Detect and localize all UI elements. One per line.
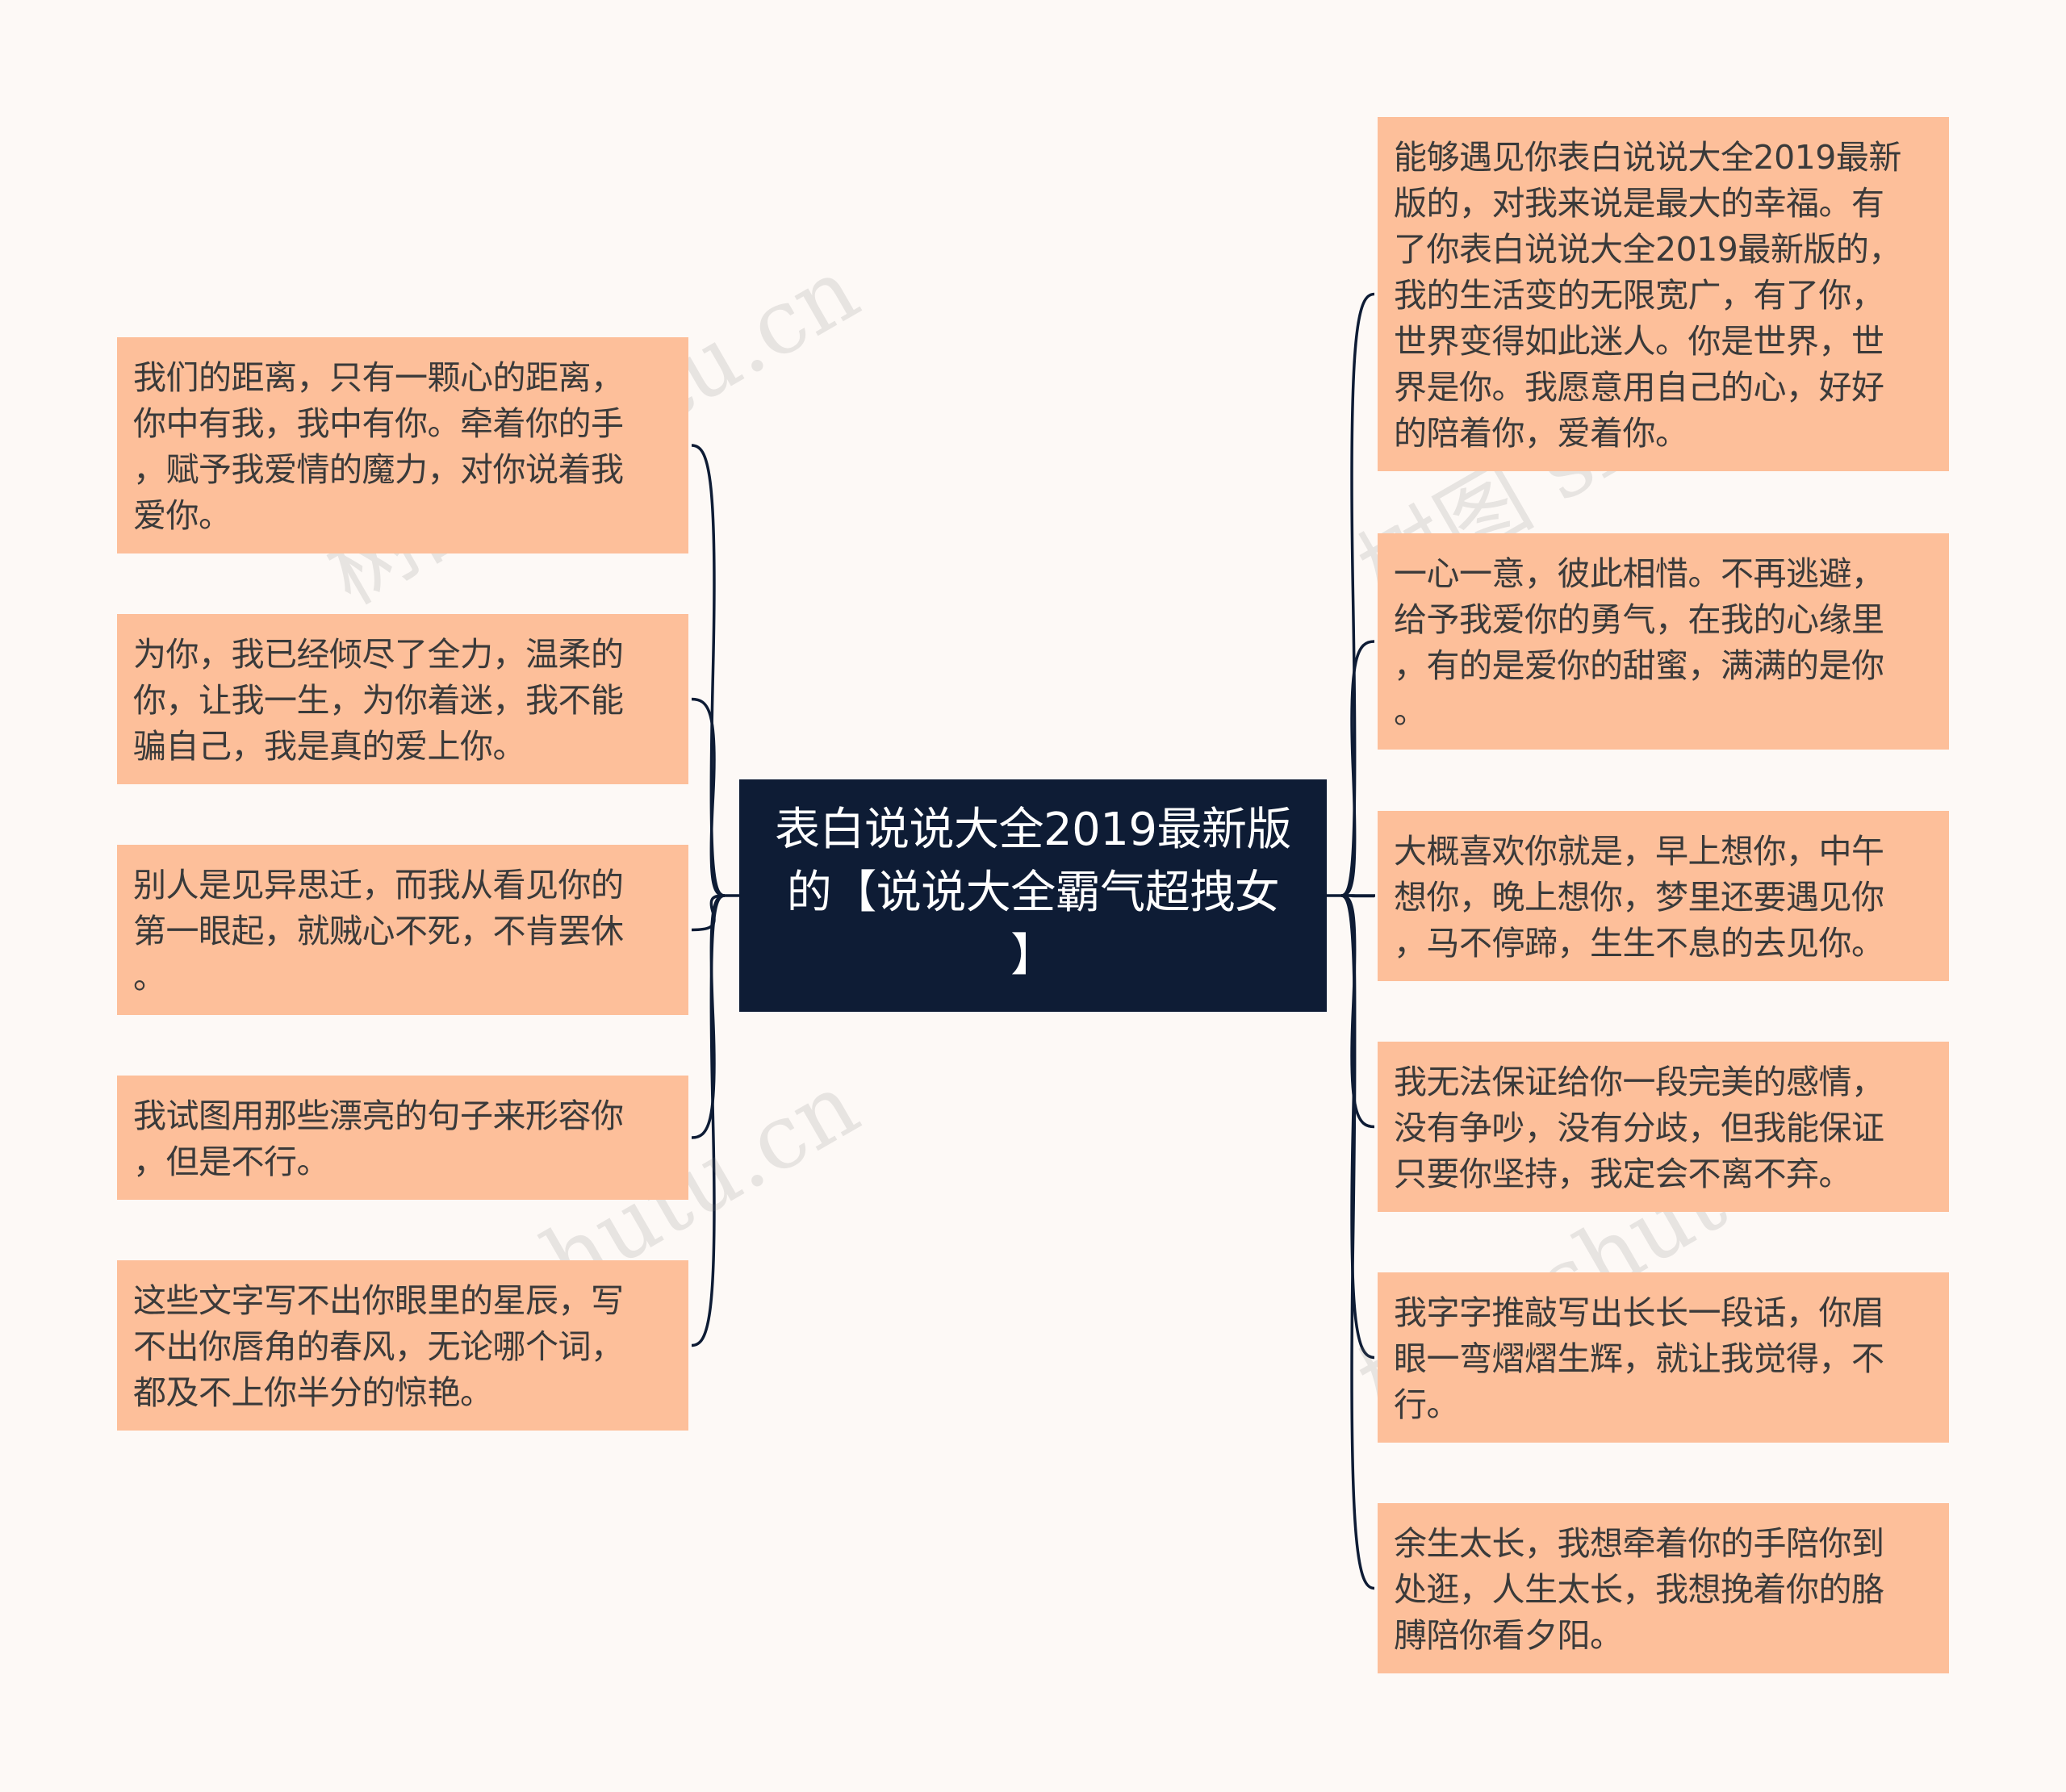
left-node-2[interactable]: 为你，我已经倾尽了全力，温柔的 你，让我一生，为你着迷，我不能 骗自己，我是真的… <box>117 614 688 784</box>
connector-left-2 <box>691 697 726 897</box>
left-node-1[interactable]: 我们的距离，只有一颗心的距离， 你中有我，我中有你。牵着你的手 ，赋予我爱情的魔… <box>117 337 688 553</box>
right-node-3[interactable]: 大概喜欢你就是，早上想你，中午 想你，晚上想你，梦里还要遇见你 ，马不停蹄，生生… <box>1378 811 1949 981</box>
left-node-3[interactable]: 别人是见异思迁，而我从看见你的 第一眼起，就贼心不死，不肯罢休 。 <box>117 845 688 1015</box>
left-node-4[interactable]: 我试图用那些漂亮的句子来形容你 ，但是不行。 <box>117 1076 688 1200</box>
right-node-5[interactable]: 我字字推敲写出长长一段话，你眉 眼一弯熠熠生辉，就让我觉得，不 行。 <box>1378 1272 1949 1443</box>
connector-left-1 <box>691 444 726 897</box>
right-node-2[interactable]: 一心一意，彼此相惜。不再逃避， 给予我爱你的勇气，在我的心缘里 ，有的是爱你的甜… <box>1378 533 1949 750</box>
connector-right-1 <box>1340 292 1375 897</box>
right-node-4[interactable]: 我无法保证给你一段完美的感情， 没有争吵，没有分歧，但我能保证 只要你坚持，我定… <box>1378 1042 1949 1212</box>
connector-left-5 <box>691 894 726 1347</box>
right-node-6[interactable]: 余生太长，我想牵着你的手陪你到 处逛，人生太长，我想挽着你的胳 膊陪你看夕阳。 <box>1378 1503 1949 1673</box>
connector-right-4 <box>1340 894 1375 1129</box>
connector-left-3 <box>691 894 726 932</box>
connector-left-4 <box>691 894 726 1139</box>
right-node-1[interactable]: 能够遇见你表白说说大全2019最新 版的，对我来说是最大的幸福。有 了你表白说说… <box>1378 117 1949 471</box>
left-node-5[interactable]: 这些文字写不出你眼里的星辰，写 不出你唇角的春风，无论哪个词， 都及不上你半分的… <box>117 1260 688 1431</box>
connector-right-6 <box>1340 894 1375 1590</box>
connector-right-2 <box>1340 640 1375 897</box>
central-topic[interactable]: 表白说说大全2019最新版 的【说说大全霸气超拽女 】 <box>739 779 1327 1012</box>
